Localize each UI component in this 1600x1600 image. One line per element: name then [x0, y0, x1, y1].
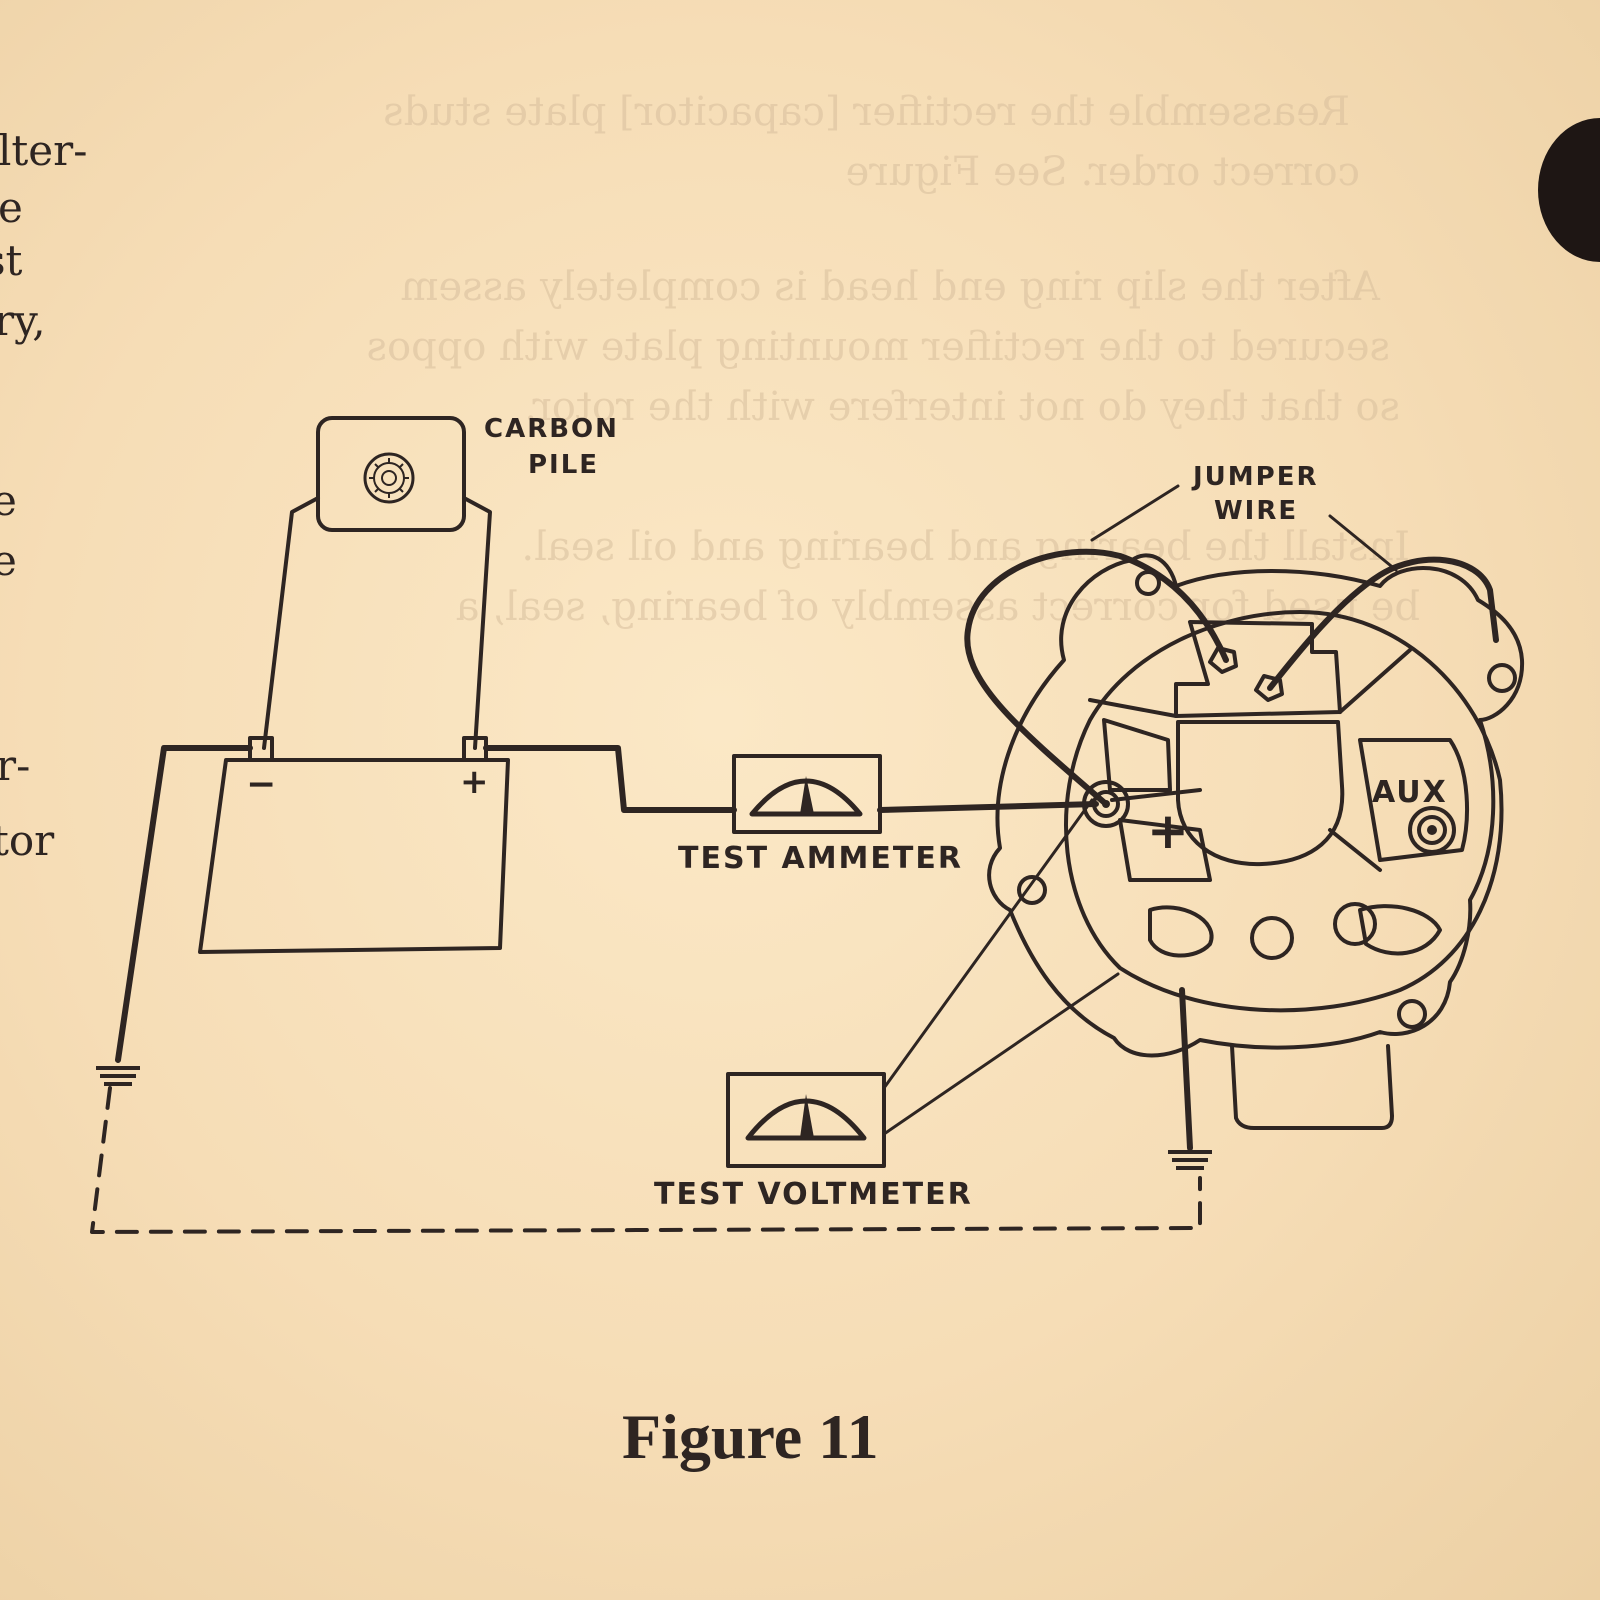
- binder-hole: [1538, 118, 1600, 262]
- bleed-line: so that they do not interfere with the r…: [524, 384, 1400, 430]
- alternator-positive-sign: +: [1147, 802, 1191, 860]
- jumper-wire-label: WIRE: [1214, 496, 1298, 526]
- battery-negative-sign: −: [246, 764, 278, 805]
- carbon-pile: [262, 416, 492, 750]
- text-fragment: lter-: [0, 126, 87, 175]
- text-fragment: e: [0, 476, 17, 525]
- text-fragment: tor: [0, 816, 55, 865]
- bleed-line: After the slip ring end head is complete…: [401, 264, 1381, 310]
- test-voltmeter: [726, 1072, 886, 1168]
- bleed-line: Reassemble the rectifier [capacitor] pla…: [383, 89, 1350, 135]
- test-ammeter-label: TEST AMMETER: [678, 841, 963, 876]
- ammeter-to-alternator-lead: [877, 801, 1099, 813]
- ground-right-icon: [1168, 1150, 1212, 1170]
- text-fragment: e: [0, 536, 17, 585]
- test-ammeter: [732, 754, 882, 834]
- aux-terminal-icon: [1408, 806, 1456, 854]
- ground-lead: [115, 745, 253, 1063]
- ground-return-dashed: [90, 1086, 1202, 1234]
- jumper-wire-leader: [1090, 484, 1180, 542]
- bleed-line: Install the bearing and bearing and oil …: [521, 524, 1410, 570]
- text-fragment: e: [0, 183, 23, 232]
- text-fragment: r-: [0, 741, 30, 790]
- left-text-fragments: lter- e st ry, e e r- tor: [0, 126, 87, 865]
- alternator-ground-lead: [1179, 987, 1193, 1151]
- jumper-wire: [964, 548, 1499, 807]
- carbon-pile-knob-icon: [363, 452, 415, 504]
- voltmeter-dial-icon: [745, 1094, 867, 1141]
- battery-positive-sign: +: [460, 762, 491, 802]
- aux-label: AUX: [1372, 775, 1448, 810]
- text-fragment: st: [0, 236, 23, 285]
- positive-lead: [483, 745, 737, 813]
- carbon-pile-label: CARBON: [484, 414, 619, 444]
- voltmeter-lead-positive: [882, 798, 1094, 1090]
- bleed-line: correct order. See Figure: [846, 149, 1360, 195]
- jumper-wire-label: JUMPER: [1191, 462, 1319, 492]
- bleed-line: secured to the rectifier mounting plate …: [367, 324, 1391, 370]
- bleed-through-text: Reassemble the rectifier [capacitor] pla…: [367, 89, 1421, 630]
- figure-caption: Figure 11: [622, 1401, 879, 1472]
- ground-left-icon: [96, 1066, 140, 1086]
- alternator: [987, 553, 1525, 1130]
- voltmeter-lead-negative: [882, 972, 1120, 1136]
- terminal-stud-icon: [1208, 646, 1238, 674]
- test-voltmeter-label: TEST VOLTMETER: [654, 1177, 973, 1212]
- ammeter-dial-icon: [749, 776, 863, 817]
- jumper-wire-leader: [1328, 514, 1398, 572]
- carbon-pile-label: PILE: [528, 450, 599, 480]
- text-fragment: ry,: [0, 296, 46, 345]
